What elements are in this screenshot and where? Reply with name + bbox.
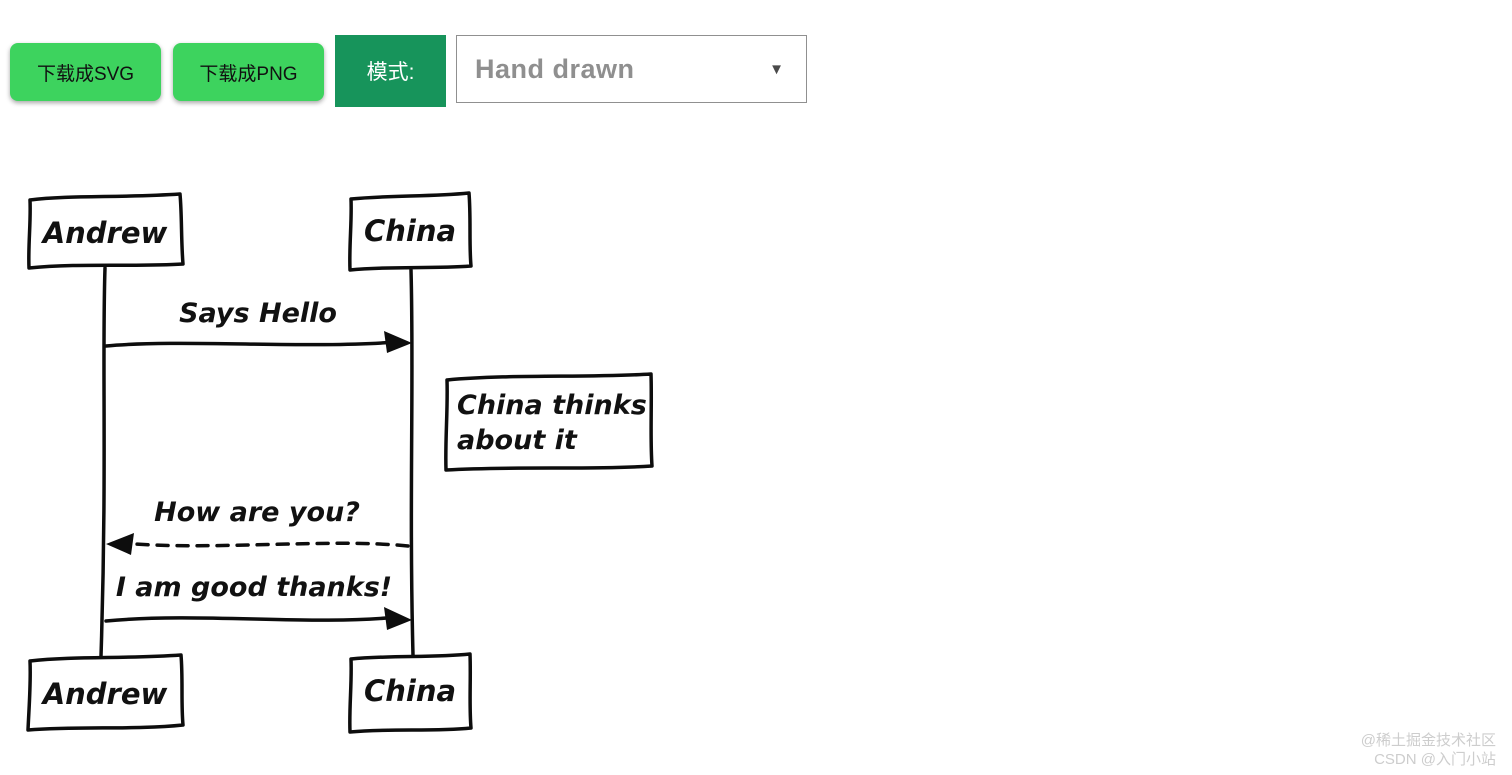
- actor-label-andrew-top: Andrew: [41, 216, 168, 250]
- chevron-down-icon: ▼: [769, 60, 784, 78]
- actor-box-china-bottom: [348, 652, 473, 734]
- watermark: @稀土掘金技术社区 CSDN @入门小站: [1361, 731, 1496, 769]
- mode-label: 模式:: [335, 35, 446, 107]
- message-label-how-are-you: How are you?: [154, 497, 360, 528]
- message-label-says-hello: Says Hello: [179, 298, 337, 329]
- download-svg-button[interactable]: 下载成SVG: [10, 43, 161, 101]
- watermark-line1: @稀土掘金技术社区: [1360, 732, 1496, 749]
- actor-label-andrew-bottom: Andrew: [41, 677, 168, 711]
- lifeline-china: [409, 268, 415, 657]
- note-box: [444, 372, 654, 472]
- note-text-line2: about it: [457, 425, 578, 456]
- mode-select[interactable]: Hand drawn ▼: [456, 35, 807, 103]
- arrowhead-left-icon: [106, 533, 134, 555]
- mode-select-value: Hand drawn: [475, 53, 635, 84]
- arrowhead-right-icon: [384, 331, 412, 353]
- message-arrow-says-hello: [104, 340, 398, 348]
- note-text-line1: China thinks: [457, 390, 647, 421]
- actor-label-china-top: China: [364, 214, 456, 248]
- message-label-i-am-good: I am good thanks!: [116, 572, 392, 603]
- actor-box-andrew-bottom: [26, 653, 185, 732]
- actor-box-andrew-top: [27, 192, 185, 270]
- arrowhead-right-icon: [384, 607, 412, 630]
- download-png-button[interactable]: 下载成PNG: [173, 43, 324, 101]
- lifeline-andrew: [99, 266, 107, 658]
- message-arrow-how-are-you: [120, 541, 410, 548]
- watermark-line2: CSDN @入门小站: [1374, 751, 1496, 768]
- actor-label-china-bottom: China: [364, 674, 456, 708]
- message-arrow-i-am-good: [104, 615, 400, 623]
- actor-box-china-top: [348, 191, 473, 272]
